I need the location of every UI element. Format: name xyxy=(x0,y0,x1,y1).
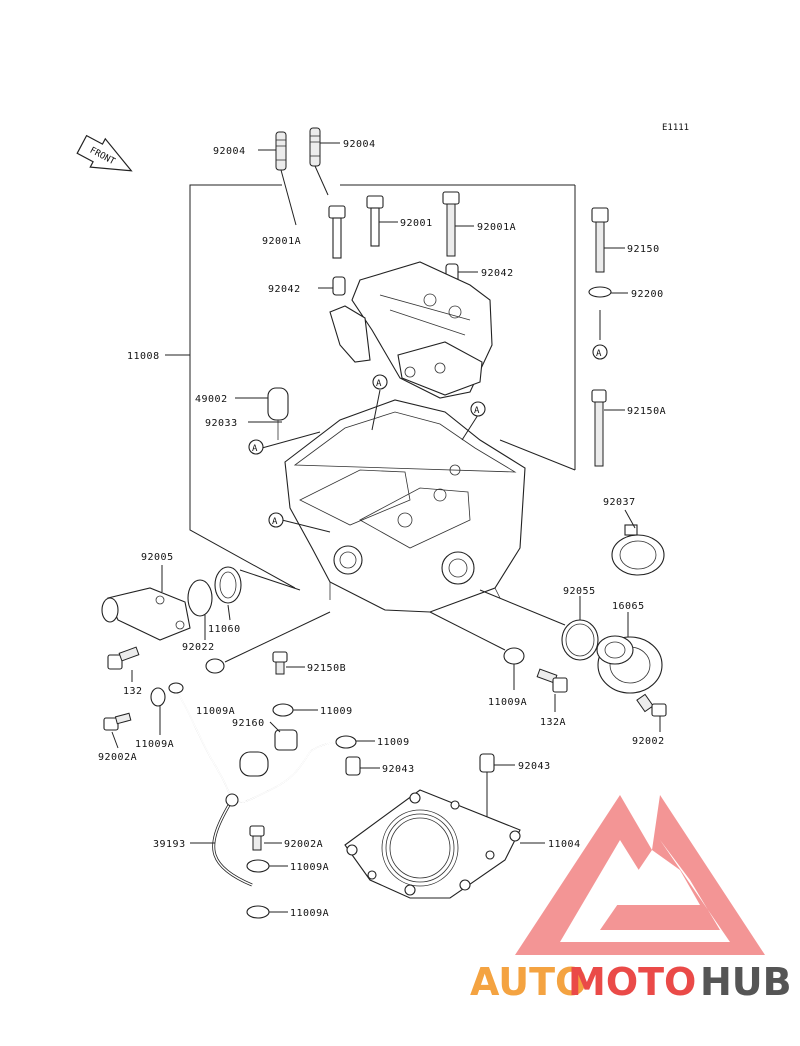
watermark-auto: AUTO xyxy=(470,960,587,1004)
label-92005: 92005 xyxy=(141,552,174,563)
label-92150: 92150 xyxy=(627,244,660,255)
leader-lines xyxy=(111,142,661,913)
label-11009-2: 11009 xyxy=(377,737,410,748)
label-11009a-2: 11009A xyxy=(488,697,527,708)
svg-text:A: A xyxy=(596,349,602,359)
bolt-132a xyxy=(536,668,568,693)
pipe-49002 xyxy=(267,387,289,421)
bolt-92001a-right xyxy=(442,191,460,257)
label-92042-left: 92042 xyxy=(268,284,301,295)
gasket-92022 xyxy=(187,579,213,617)
label-49002: 49002 xyxy=(195,394,228,405)
screw-92002a-lower xyxy=(249,825,265,851)
label-132: 132 xyxy=(123,686,143,697)
label-92002a-2: 92002A xyxy=(284,839,323,850)
label-92055: 92055 xyxy=(563,586,596,597)
washer-11009-top xyxy=(272,703,294,717)
label-92001: 92001 xyxy=(400,218,433,229)
label-39193: 39193 xyxy=(153,839,186,850)
washer-11009a-a xyxy=(246,859,270,873)
ref-mark-a-5: A xyxy=(268,512,284,528)
label-16065: 16065 xyxy=(612,601,645,612)
label-92042-right: 92042 xyxy=(481,268,514,279)
watermark-hub: HUB xyxy=(700,960,792,1004)
dowel-92043-left xyxy=(345,756,361,776)
label-92001a-left: 92001A xyxy=(262,236,301,247)
label-92004-left: 92004 xyxy=(213,146,246,157)
label-92022: 92022 xyxy=(182,642,215,653)
label-11008: 11008 xyxy=(127,351,160,362)
watermark-moto: MOTO xyxy=(568,960,696,1004)
svg-text:A: A xyxy=(474,406,480,416)
ref-mark-a-1: A xyxy=(592,344,608,360)
bolt-92150b xyxy=(272,651,288,675)
assembly-bracket xyxy=(165,184,576,589)
diagram-code: E1111 xyxy=(662,123,689,133)
front-arrow-icon: FRONT xyxy=(76,134,133,172)
label-11009a-1: 11009A xyxy=(196,706,235,717)
label-132a: 132A xyxy=(540,717,566,728)
cylinder-head xyxy=(267,387,526,613)
camshaft-holder xyxy=(329,261,493,399)
ref-mark-a-2: A xyxy=(248,439,264,455)
washer-11009a-left xyxy=(150,687,166,707)
screw-92002 xyxy=(636,693,667,717)
ref-mark-a-3: A xyxy=(372,374,388,390)
label-92043-1: 92043 xyxy=(382,764,415,775)
svg-text:A: A xyxy=(272,517,278,527)
svg-text:A: A xyxy=(252,444,258,454)
screw-92002a-left xyxy=(103,712,132,731)
label-11004: 11004 xyxy=(548,839,581,850)
bolt-132 xyxy=(107,646,140,670)
washer-11009-mid xyxy=(335,735,357,749)
clamp-92037 xyxy=(611,524,665,576)
washer-92200 xyxy=(588,286,612,298)
ref-mark-a-4: A xyxy=(470,401,486,417)
bolt-92001 xyxy=(366,195,384,247)
label-92004-right: 92004 xyxy=(343,139,376,150)
svg-text:A: A xyxy=(376,379,382,389)
dowel-92042-left xyxy=(332,276,346,296)
label-92001a-right: 92001A xyxy=(477,222,516,233)
bolt-92150a xyxy=(591,389,607,467)
o-ring-92055 xyxy=(561,619,599,661)
label-92002a-1: 92002A xyxy=(98,752,137,763)
stud-92004-right xyxy=(309,127,321,167)
watermark-logo-icon xyxy=(515,795,765,955)
gasket-11060 xyxy=(214,566,242,604)
label-11009a-5: 11009A xyxy=(290,908,329,919)
bolt-92001a-left xyxy=(328,205,346,259)
stud-92004-left xyxy=(275,131,287,171)
carburetor-holder-16065 xyxy=(596,635,663,694)
label-92150a: 92150A xyxy=(627,406,666,417)
watermark-text: AUTO MOTO HUB xyxy=(470,960,792,1004)
bolt-92150 xyxy=(591,207,609,273)
water-pipe-92005 xyxy=(101,587,191,641)
washer-11009a-b xyxy=(246,905,270,919)
label-11060: 11060 xyxy=(208,624,241,635)
label-92037: 92037 xyxy=(603,497,636,508)
label-92160: 92160 xyxy=(232,718,265,729)
label-92150b: 92150B xyxy=(307,663,346,674)
washer-near-92022 xyxy=(205,658,225,674)
label-92200: 92200 xyxy=(631,289,664,300)
label-92043-2: 92043 xyxy=(518,761,551,772)
label-92002: 92002 xyxy=(632,736,665,747)
label-11009a-4: 11009A xyxy=(290,862,329,873)
oil-pipe-39193 xyxy=(168,682,343,887)
dowel-92043-right xyxy=(479,753,495,773)
label-11009a-3: 11009A xyxy=(135,739,174,750)
head-gasket-11004 xyxy=(344,789,521,899)
washer-11009a-right xyxy=(503,647,525,665)
label-11009-1: 11009 xyxy=(320,706,353,717)
label-92033: 92033 xyxy=(205,418,238,429)
